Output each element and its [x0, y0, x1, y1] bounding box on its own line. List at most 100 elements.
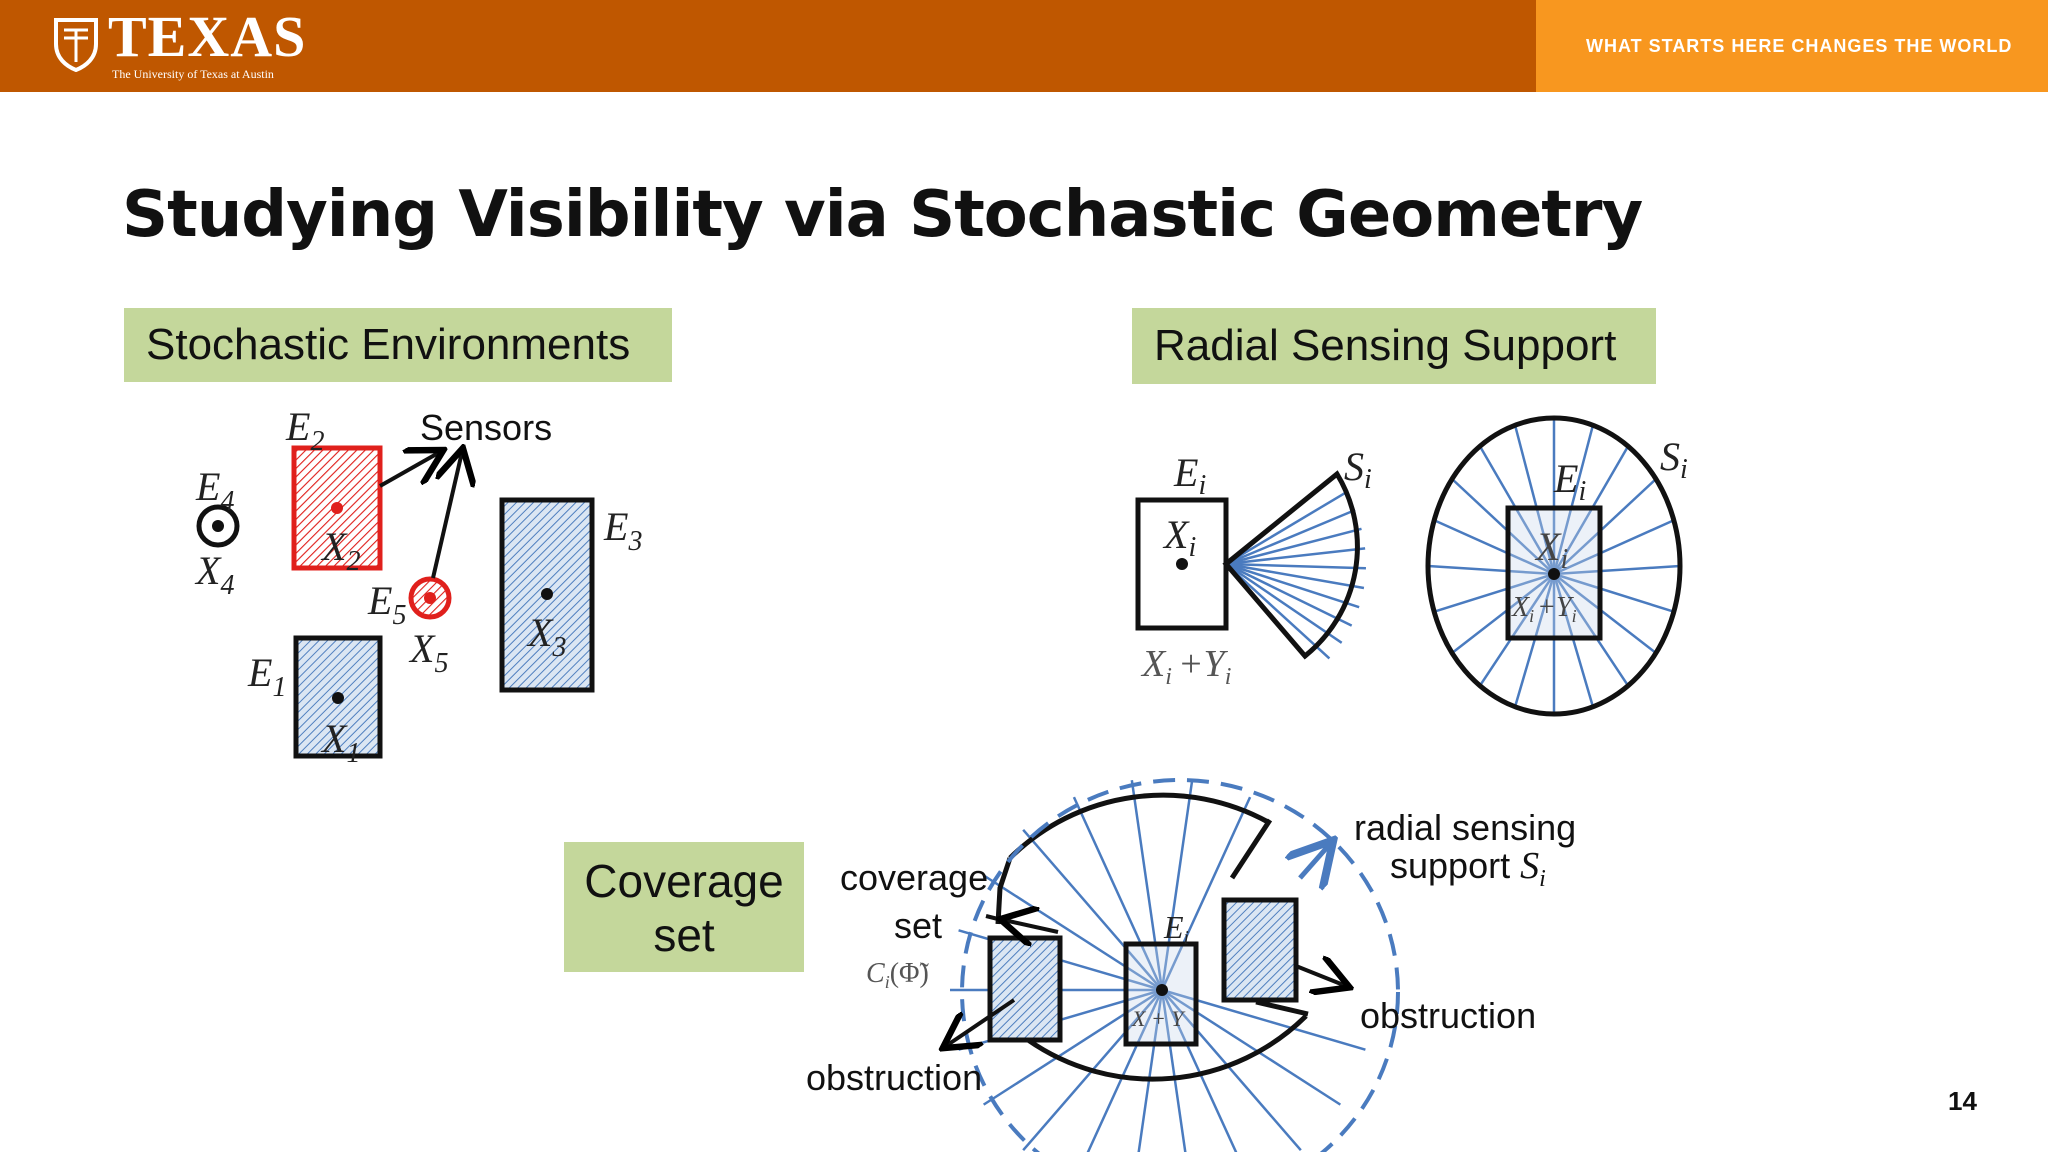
label-X4: X4	[194, 548, 234, 601]
coverage-ray	[1130, 779, 1164, 991]
coverage-center-point	[1156, 984, 1168, 996]
sensors-label: Sensors	[420, 407, 552, 448]
coverage-ray	[1072, 796, 1164, 991]
label-X3: X3	[526, 610, 566, 663]
fig-radial-sensing-support: Ei Si Xi Xi+Yi Ei Si Xi Xi+Yi	[1135, 415, 1688, 717]
coverage-ray	[1137, 989, 1164, 1152]
radial-left-center	[1176, 558, 1188, 570]
label-radial-sensing-support: Radial Sensing Support	[1132, 308, 1656, 384]
ellipse-ray	[1552, 573, 1630, 687]
obstacle-E4	[196, 504, 240, 548]
label-E3: E3	[603, 504, 642, 557]
center-X2	[331, 502, 343, 514]
ut-logo: TEXAS The University of Texas at Austin	[52, 8, 312, 82]
ellipse-ray	[1553, 519, 1675, 576]
center-X5	[424, 592, 436, 604]
page-number: 14	[1948, 1086, 1977, 1116]
label-X1: X1	[320, 716, 360, 769]
ellipse-ray	[1433, 519, 1555, 576]
coverage-ray	[1161, 989, 1302, 1152]
logo-wordmark: TEXAS	[108, 4, 307, 69]
ellipse-ray	[1451, 478, 1555, 575]
label-E1: E1	[247, 650, 286, 703]
radial-left-XiYi: Xi+Yi	[1140, 643, 1231, 690]
ellipse-ray	[1553, 573, 1657, 654]
coverage-Ei: Ei	[1163, 909, 1189, 949]
radial-ellipse-lines	[1427, 418, 1681, 714]
radial-ellipse	[1425, 415, 1683, 717]
coverage-XiYi: X + Y	[1131, 1006, 1186, 1031]
fan-ray	[1225, 562, 1353, 627]
logo-subtitle: The University of Texas at Austin	[112, 67, 274, 81]
header-accent-panel	[1536, 0, 2048, 92]
coverage-ray	[1022, 828, 1163, 991]
obstruction-right-label: obstruction	[1360, 995, 1536, 1036]
header-bar: TEXAS The University of Texas at Austin …	[0, 0, 2048, 92]
coverage-set-label-line2: set	[894, 905, 942, 946]
ellipse-ray	[1478, 573, 1556, 687]
radial-support-label-line1: radial sensing	[1354, 807, 1576, 848]
coverage-ray	[1160, 796, 1252, 991]
radial-right-XiYi: Xi+Yi	[1511, 592, 1577, 626]
obstruction-left-label: obstruction	[806, 1057, 982, 1098]
shield-icon	[54, 18, 98, 72]
ellipse-ray	[1552, 424, 1595, 575]
obstruction-right-arrow	[1295, 966, 1346, 986]
obstruction-left-arrow	[946, 998, 1016, 1046]
radial-support-arrow	[1300, 844, 1330, 878]
fan-ray	[1225, 491, 1347, 566]
ellipse-ray	[1553, 572, 1675, 613]
coverage-set-arrow	[1004, 920, 1059, 932]
radial-left-Ei: Ei	[1173, 450, 1206, 501]
coverage-radial-support-dashed	[960, 778, 1400, 1152]
coverage-center-obstacle	[1123, 941, 1199, 1047]
fan-ray	[1225, 562, 1360, 609]
radial-right-Ei: Ei	[1553, 456, 1586, 507]
fan-ray	[1225, 562, 1343, 644]
ellipse-ray	[1553, 564, 1681, 576]
ellipse-ray	[1427, 564, 1555, 576]
fan-ray	[1225, 562, 1365, 590]
fan-ray	[1225, 563, 1331, 660]
center-X4	[212, 520, 224, 532]
sensor-arrow-2	[431, 452, 462, 579]
label-X2: X2	[320, 524, 360, 577]
label-coverage-set-line1: Coverage	[584, 855, 784, 907]
coverage-set-math: Ci(Φ̃)	[866, 958, 929, 992]
radial-right-Si: Si	[1660, 434, 1688, 485]
obstruction-left	[987, 935, 1063, 1043]
fan-ray	[1225, 547, 1366, 566]
slide-title: Studying Visibility via Stochastic Geome…	[122, 178, 1643, 252]
label-E4: E4	[195, 464, 234, 517]
coverage-ray	[1160, 779, 1194, 991]
shadow-edge-top	[1229, 818, 1273, 880]
radial-right-center	[1548, 568, 1560, 580]
coverage-ray	[982, 988, 1163, 1106]
label-E5: E5	[367, 578, 406, 631]
center-X1	[332, 692, 344, 704]
tagline: WHAT STARTS HERE CHANGES THE WORLD	[1586, 36, 2013, 56]
coverage-ray	[982, 874, 1163, 992]
coverage-ray	[1160, 989, 1187, 1152]
fan-ray	[1225, 562, 1366, 570]
ellipse-ray	[1433, 572, 1555, 613]
obstruction-right	[1221, 897, 1299, 1003]
radial-left-Xi: Xi	[1162, 512, 1196, 563]
coverage-ray	[1160, 989, 1238, 1152]
radial-right-Xi: Xi	[1534, 524, 1568, 575]
coverage-ray	[1161, 988, 1342, 1106]
fig-stochastic-environments: Sensors E2 X2 E4 X4 E5 X5 E3 X3 E1 X1	[194, 404, 642, 769]
ellipse-ray	[1553, 478, 1657, 575]
ellipse-ray	[1451, 573, 1555, 654]
label-E2: E2	[285, 404, 324, 457]
fan-ray	[1225, 527, 1362, 566]
radial-left-Si: Si	[1344, 444, 1372, 495]
coverage-set-label-line1: coverage	[840, 857, 988, 898]
radial-fan-sector	[1222, 470, 1360, 660]
label-stochastic-environments: Stochastic Environments	[124, 308, 672, 382]
fan-ray	[1225, 508, 1356, 566]
fig-coverage-set: Ei X + Y coverage set Ci(Φ̃) obstruction…	[806, 778, 1576, 1152]
label-coverage-set: Coverage set	[564, 842, 804, 972]
